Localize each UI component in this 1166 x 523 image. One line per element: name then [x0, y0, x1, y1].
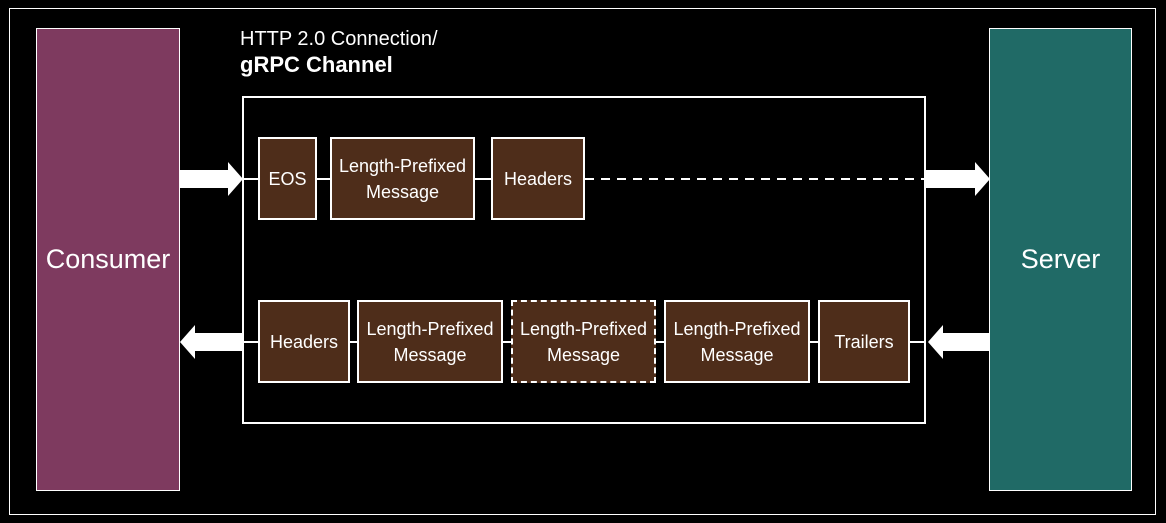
response-frame-label: Length-Prefixed Message: [519, 318, 648, 365]
response-frame-2: Length-Prefixed Message: [357, 300, 503, 383]
response-frame-4: Length-Prefixed Message: [664, 300, 810, 383]
request-frame-label: Headers: [503, 168, 573, 189]
consumer-to-channel-arrow: [180, 162, 243, 196]
response-frame-label: Length-Prefixed Message: [673, 318, 801, 365]
consumer-node: Consumer: [36, 28, 180, 491]
channel-title: HTTP 2.0 Connection/ gRPC Channel: [240, 26, 460, 78]
grpc-channel-box: [242, 96, 926, 424]
request-frame-1: EOS: [258, 137, 317, 220]
request-frame-3: Headers: [491, 137, 585, 220]
request-frame-label: Length-Prefixed Message: [338, 155, 467, 202]
channel-to-consumer-arrow: [180, 325, 242, 359]
channel-title-line2: gRPC Channel: [240, 52, 393, 77]
server-to-channel-arrow: [928, 325, 990, 359]
consumer-label: Consumer: [45, 244, 171, 274]
response-frame-3: Length-Prefixed Message: [511, 300, 656, 383]
channel-to-server-arrow: [926, 162, 990, 196]
response-frame-1: Headers: [258, 300, 350, 383]
request-frame-label: EOS: [268, 168, 307, 189]
response-frame-label: Headers: [269, 331, 339, 352]
diagram-frame: [9, 8, 1156, 515]
response-frame-label: Length-Prefixed Message: [366, 318, 494, 365]
server-node: Server: [989, 28, 1132, 491]
response-frame-5: Trailers: [818, 300, 910, 383]
response-frame-label: Trailers: [834, 331, 894, 352]
request-frame-2: Length-Prefixed Message: [330, 137, 475, 220]
channel-title-line1: HTTP 2.0 Connection/: [240, 28, 438, 50]
server-label: Server: [1020, 244, 1101, 274]
